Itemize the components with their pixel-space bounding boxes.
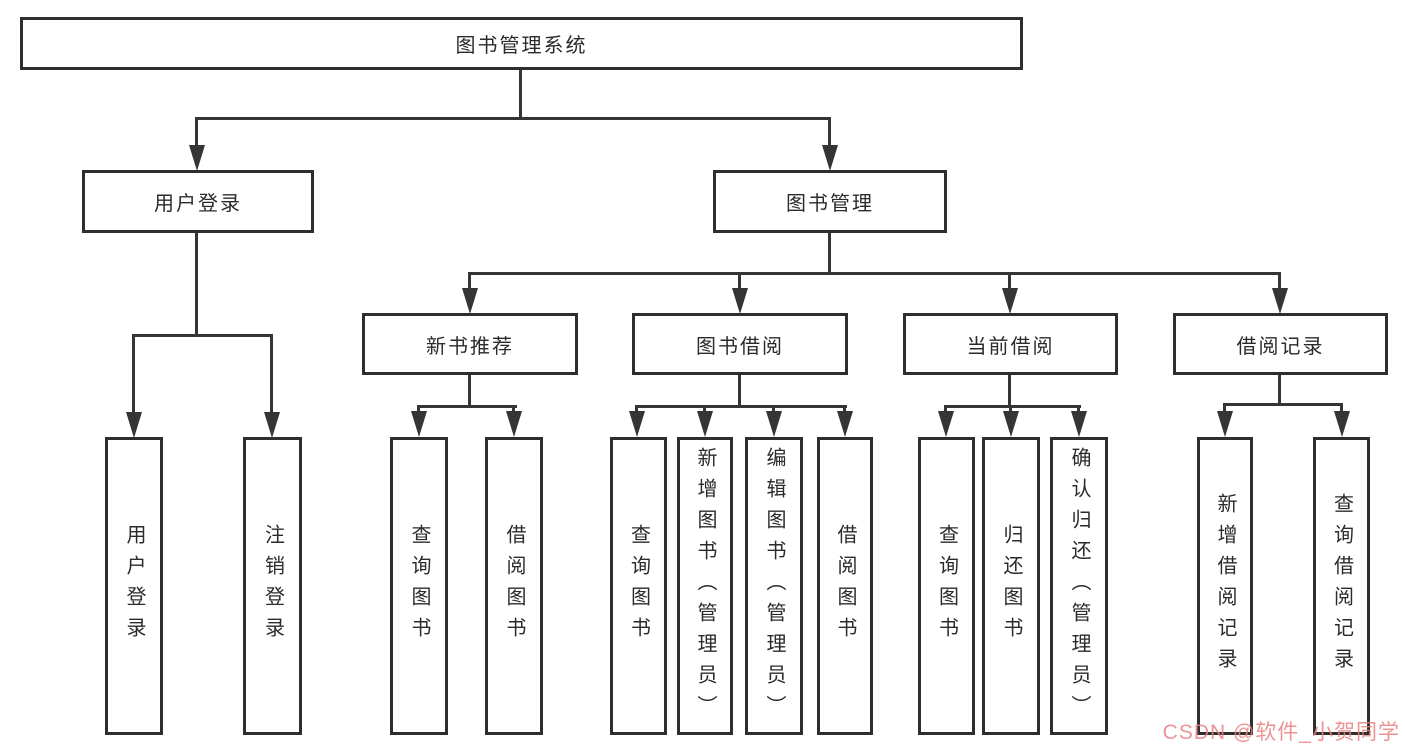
node-label: 归还图书 (1000, 524, 1022, 648)
arrowhead-down-icon (1002, 288, 1018, 314)
leaf-user-login: 用户登录 (105, 437, 163, 735)
node-label: 查询图书 (408, 524, 430, 648)
node-current-borrowing: 当前借阅 (903, 313, 1118, 375)
arrowhead-down-icon (1003, 411, 1019, 437)
arrowhead-down-icon (264, 412, 280, 438)
arrowhead-down-icon (938, 411, 954, 437)
leaf-confirm-return-admin: 确认归还（管理员） (1050, 437, 1108, 735)
node-borrowing-records: 借阅记录 (1173, 313, 1388, 375)
node-label: 图书管理 (786, 193, 874, 215)
connector-vline (195, 233, 198, 337)
arrowhead-down-icon (697, 411, 713, 437)
node-label: 确认归还（管理员） (1068, 446, 1090, 726)
arrowhead-down-icon (462, 288, 478, 314)
arrowhead-down-icon (822, 145, 838, 171)
connector-hline (1223, 403, 1343, 406)
node-label: 编辑图书（管理员） (763, 446, 785, 726)
arrowhead-down-icon (1217, 411, 1233, 437)
arrowhead-down-icon (629, 411, 645, 437)
node-label: 新增借阅记录 (1214, 493, 1236, 679)
connector-vline (828, 233, 831, 275)
connector-vline (1278, 272, 1281, 292)
node-new-book-recommend: 新书推荐 (362, 313, 578, 375)
connector-vline (1340, 403, 1343, 417)
leaf-logout: 注销登录 (243, 437, 302, 735)
arrowhead-down-icon (732, 288, 748, 314)
node-label: 图书借阅 (696, 335, 784, 358)
connector-hline (635, 405, 847, 408)
leaf-add-book-admin: 新增图书（管理员） (677, 437, 733, 735)
connector-vline (1008, 375, 1011, 408)
connector-vline (738, 375, 741, 408)
node-label: 新增图书（管理员） (694, 446, 716, 726)
node-label: 用户登录 (154, 193, 242, 215)
arrowhead-down-icon (837, 411, 853, 437)
node-label: 借阅记录 (1236, 335, 1325, 358)
node-book-borrowing: 图书借阅 (632, 313, 848, 375)
leaf-borrow-book: 借阅图书 (817, 437, 873, 735)
leaf-edit-book-admin: 编辑图书（管理员） (745, 437, 803, 735)
leaf-query-borrow-record: 查询借阅记录 (1313, 437, 1370, 735)
arrowhead-down-icon (126, 412, 142, 438)
node-label: 当前借阅 (966, 335, 1055, 358)
node-label: 借阅图书 (834, 524, 856, 648)
node-label: 查询借阅记录 (1330, 493, 1353, 679)
leaf-add-borrow-record: 新增借阅记录 (1197, 437, 1253, 735)
arrowhead-down-icon (766, 411, 782, 437)
connector-vline (132, 334, 135, 416)
csdn-watermark: CSDN @软件_小贺同学 (1162, 721, 1400, 744)
node-label: 新书推荐 (426, 335, 514, 358)
node-label: 借阅图书 (503, 524, 525, 648)
leaf-return-book: 归还图书 (982, 437, 1040, 735)
leaf-borrow-book-recommend: 借阅图书 (485, 437, 543, 735)
connector-vline (519, 69, 522, 120)
connector-vline (468, 375, 471, 408)
node-label: 用户登录 (123, 524, 145, 648)
arrowhead-down-icon (1071, 411, 1087, 437)
connector-hline (944, 405, 1081, 408)
node-root: 图书管理系统 (20, 17, 1023, 70)
connector-hline (417, 405, 517, 408)
arrowhead-down-icon (506, 411, 522, 437)
leaf-query-book-borrow: 查询图书 (610, 437, 667, 735)
node-label: 图书管理系统 (455, 35, 588, 57)
arrowhead-down-icon (1272, 288, 1288, 314)
connector-hline (132, 334, 273, 337)
connector-hline (468, 272, 1281, 275)
connector-vline (468, 272, 471, 292)
node-book-management: 图书管理 (713, 170, 947, 233)
node-user-login: 用户登录 (82, 170, 314, 233)
arrowhead-down-icon (1334, 411, 1350, 437)
arrowhead-down-icon (411, 411, 427, 437)
node-label: 查询图书 (935, 524, 958, 648)
connector-vline (1008, 272, 1011, 292)
leaf-query-book-current: 查询图书 (918, 437, 975, 735)
connector-vline (738, 272, 741, 292)
connector-vline (195, 117, 198, 149)
node-label: 查询图书 (627, 524, 650, 648)
arrowhead-down-icon (189, 145, 205, 171)
connector-hline (195, 117, 831, 120)
connector-vline (1278, 375, 1281, 406)
node-label: 注销登录 (261, 524, 284, 648)
connector-vline (828, 117, 831, 149)
connector-vline (270, 334, 273, 416)
connector-vline (1223, 403, 1226, 417)
leaf-query-book-recommend: 查询图书 (390, 437, 448, 735)
